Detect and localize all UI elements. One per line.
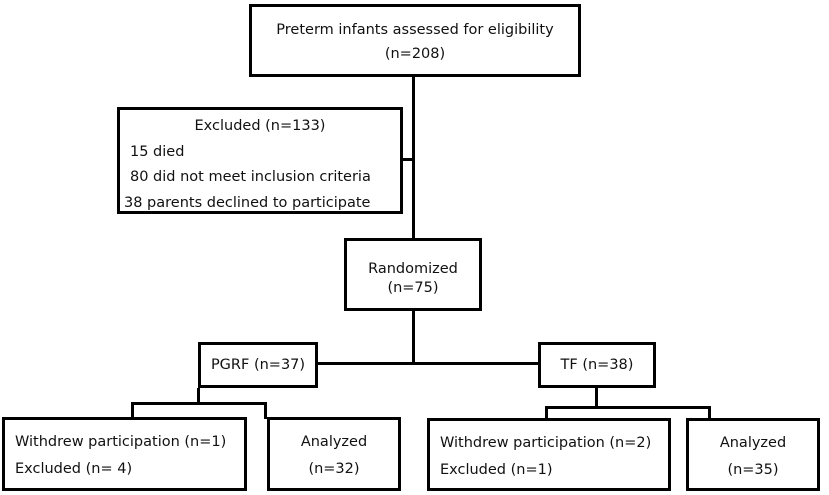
- excluded-reason-inclusion: 80 did not meet inclusion criteria: [130, 169, 371, 185]
- pgrf-analyzed-box: Analyzed (n=32): [267, 417, 401, 491]
- connector-pgrf-left: [131, 402, 134, 419]
- connector-pgrf-split: [131, 402, 267, 405]
- tf-analyzed-box: Analyzed (n=35): [686, 418, 820, 491]
- assessed-count: (n=208): [384, 46, 446, 62]
- connector-main-vertical: [412, 76, 415, 239]
- connector-tf-left: [545, 406, 548, 420]
- tf-withdrew-box: Withdrew participation (n=2) Excluded (n…: [427, 418, 671, 491]
- randomized-title: Randomized: [368, 261, 458, 277]
- connector-pgrf-down: [197, 388, 200, 404]
- connector-tf-split: [545, 406, 711, 409]
- tf-analyzed-label: Analyzed: [719, 435, 787, 451]
- excluded-title: Excluded (n=133): [194, 118, 326, 134]
- randomized-box: Randomized (n=75): [344, 238, 482, 311]
- connector-tf-right: [708, 406, 711, 420]
- tf-analyzed-count: (n=35): [727, 462, 779, 478]
- connector-arms-horizontal: [315, 362, 541, 365]
- excluded-reason-declined: 38 parents declined to participate: [124, 195, 371, 211]
- tf-withdrew-text: Withdrew participation (n=2): [440, 435, 652, 451]
- arm-box-pgrf: PGRF (n=37): [198, 342, 318, 388]
- connector-excluded: [401, 158, 415, 161]
- tf-excluded-text: Excluded (n=1): [440, 462, 553, 478]
- randomized-count: (n=75): [387, 280, 439, 296]
- assessed-box: Preterm infants assessed for eligibility…: [249, 4, 581, 77]
- assessed-title: Preterm infants assessed for eligibility: [276, 22, 554, 38]
- arm-box-tf: TF (n=38): [538, 342, 656, 388]
- excluded-box: Excluded (n=133) 15 died 80 did not meet…: [117, 107, 403, 214]
- connector-tf-down: [595, 386, 598, 408]
- pgrf-analyzed-count: (n=32): [308, 461, 360, 477]
- arm-label-pgrf: PGRF (n=37): [210, 357, 306, 373]
- connector-pgrf-right: [264, 402, 267, 419]
- pgrf-excluded-text: Excluded (n= 4): [15, 461, 133, 477]
- arm-label-tf: TF (n=38): [560, 357, 634, 373]
- pgrf-withdrew-box: Withdrew participation (n=1) Excluded (n…: [2, 417, 247, 491]
- excluded-reason-died: 15 died: [130, 144, 185, 160]
- pgrf-analyzed-label: Analyzed: [300, 434, 368, 450]
- connector-randomized-down: [412, 309, 415, 364]
- pgrf-withdrew-text: Withdrew participation (n=1): [15, 434, 227, 450]
